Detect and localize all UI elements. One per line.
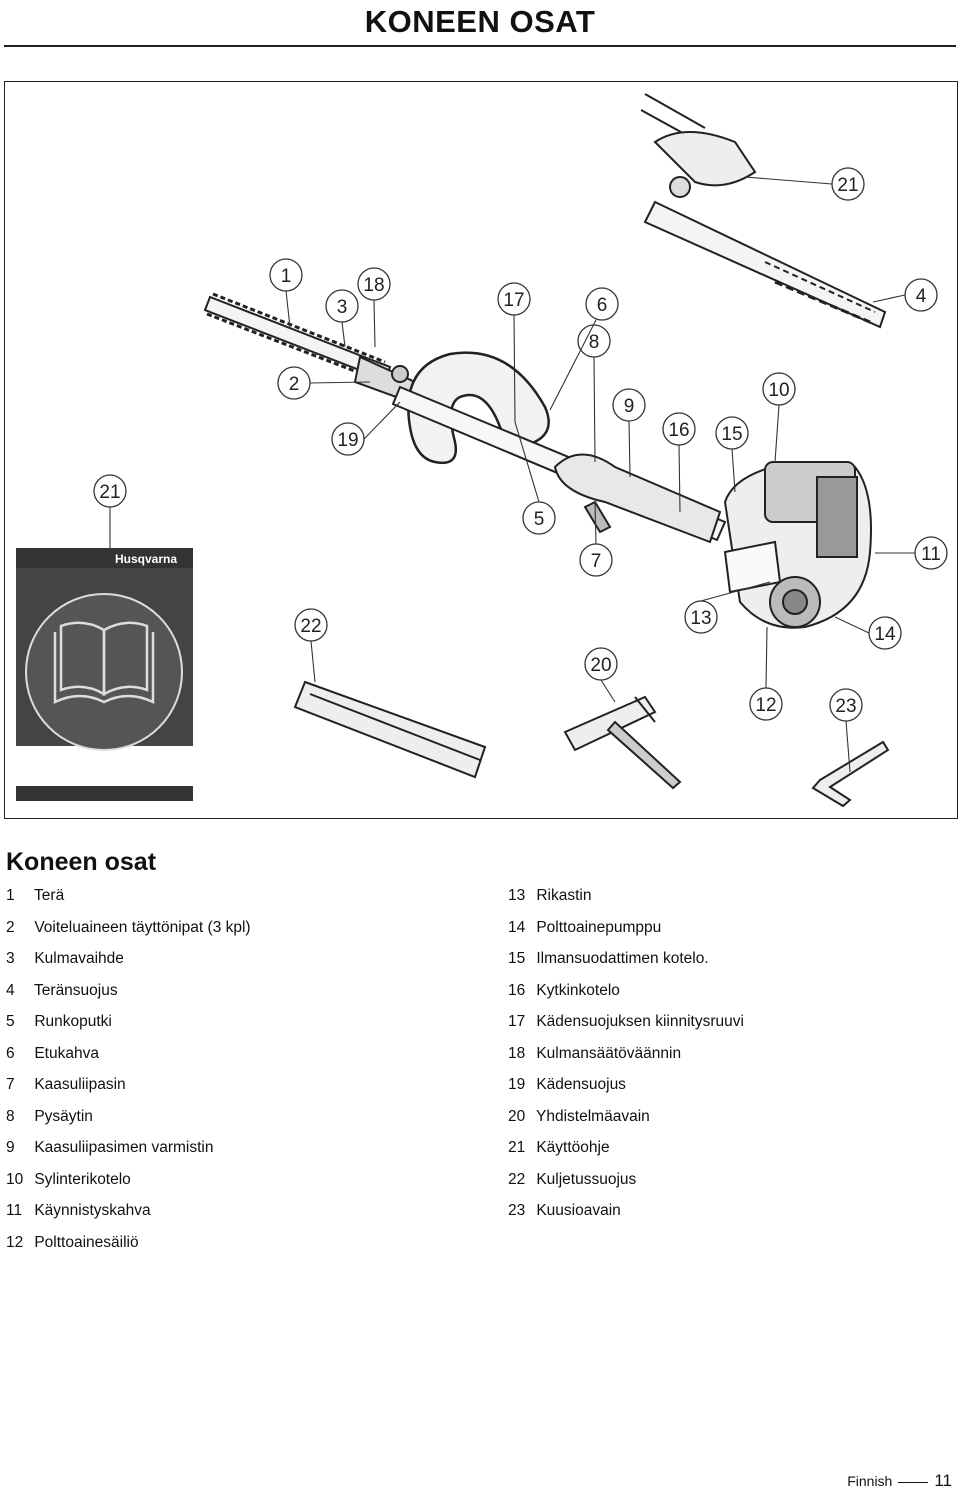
list-item: 7 Kaasuliipasin: [6, 1076, 126, 1093]
svg-text:22: 22: [300, 616, 321, 637]
list-item: 8 Pysäytin: [6, 1107, 93, 1125]
svg-text:6: 6: [597, 295, 608, 316]
parts-list-left: 1 Terä 2 Voiteluaineen täyttönipat (3 kp…: [6, 880, 251, 1258]
callout-16: 16: [662, 412, 696, 446]
svg-text:5: 5: [534, 509, 545, 530]
callout-4: 4: [904, 278, 938, 312]
svg-text:8: 8: [589, 332, 600, 353]
page-title: KONEEN OSAT: [364, 4, 596, 39]
list-item: 2 Voiteluaineen täyttönipat (3 kpl): [6, 918, 251, 936]
combination-key: [563, 695, 682, 790]
svg-text:7: 7: [591, 551, 602, 572]
svg-text:11: 11: [921, 544, 941, 565]
parts-drawing: Husqvarna: [16, 93, 948, 808]
list-item: 5 Runkoputki: [6, 1013, 112, 1030]
list-item: 20 Yhdistelmäavain: [508, 1107, 650, 1125]
svg-text:4: 4: [916, 286, 927, 307]
callout-18: 18: [357, 267, 391, 301]
callout-14: 14: [868, 616, 902, 650]
callout-12: 12: [749, 687, 783, 721]
list-item: 23 Kuusioavain: [508, 1202, 621, 1219]
manual-brand-text: Husqvarna: [115, 552, 177, 566]
svg-text:21: 21: [837, 175, 858, 196]
list-item: 4 Teränsuojus: [6, 981, 118, 999]
list-item: 10 Sylinterikotelo: [6, 1170, 131, 1188]
svg-text:20: 20: [590, 655, 611, 676]
callout-17: 17: [497, 282, 531, 316]
list-item: 12 Polttoainesäiliö: [6, 1233, 139, 1251]
title-divider: [4, 45, 956, 47]
footer-language: Finnish: [847, 1473, 893, 1489]
manual-booklet: Husqvarna: [16, 548, 193, 801]
callout-13: 13: [684, 600, 718, 634]
leader-lines: [109, 176, 915, 773]
callout-15: 15: [715, 416, 749, 450]
callout-labels: 1 2 3 4 5 6 7 8 9 10 11 12 13 14 15 16 1…: [93, 167, 948, 722]
callout-19: 19: [331, 422, 365, 456]
callout-1: 1: [269, 258, 303, 292]
list-item: 11 Käynnistyskahva: [6, 1202, 151, 1219]
callout-3: 3: [325, 289, 359, 323]
callout-20: 20: [584, 647, 618, 681]
list-item: 9 Kaasuliipasimen varmistin: [6, 1139, 214, 1156]
parts-list-right: 13 Rikastin 14 Polttoainepumppu 15 Ilman…: [508, 880, 744, 1227]
list-item: 15 Ilmansuodattimen kotelo.: [508, 950, 709, 967]
svg-text:3: 3: [337, 297, 348, 318]
list-item: 13 Rikastin: [508, 887, 592, 904]
svg-text:14: 14: [874, 624, 896, 645]
svg-text:2: 2: [289, 374, 300, 395]
callout-7: 7: [579, 543, 613, 577]
list-item: 18 Kulmansäätöväännin: [508, 1044, 682, 1062]
blade: [203, 292, 417, 404]
book-icon: [53, 621, 155, 704]
section-title: Koneen osat: [6, 848, 157, 876]
callout-21-top: 21: [831, 167, 865, 201]
callout-5: 5: [522, 501, 556, 535]
list-item: 1 Terä: [6, 887, 65, 904]
trigger-handle: [553, 453, 722, 544]
svg-text:1: 1: [281, 266, 292, 287]
callout-2: 2: [277, 366, 311, 400]
list-item: 19 Kädensuojus: [508, 1076, 626, 1093]
list-item: 21 Käyttöohje: [508, 1139, 610, 1156]
list-item: 3 Kulmavaihde: [6, 950, 124, 967]
callout-22: 22: [294, 608, 328, 642]
callout-10: 10: [762, 372, 796, 406]
svg-text:9: 9: [624, 396, 635, 417]
engine: [723, 460, 872, 629]
blade-assembly: [640, 93, 887, 329]
svg-text:15: 15: [721, 424, 742, 445]
svg-text:23: 23: [835, 696, 856, 717]
parts-illustration: Husqvarna: [4, 81, 958, 819]
svg-text:12: 12: [755, 695, 776, 716]
list-item: 16 Kytkinkotelo: [508, 981, 620, 999]
list-item: 14 Polttoainepumppu: [508, 918, 662, 936]
list-item: 6 Etukahva: [6, 1044, 99, 1062]
callout-6: 6: [585, 287, 619, 321]
callout-8: 8: [577, 324, 611, 358]
page-footer: Finnish 11: [847, 1471, 952, 1491]
callout-23: 23: [829, 688, 863, 722]
svg-text:17: 17: [503, 290, 524, 311]
svg-text:13: 13: [690, 608, 711, 629]
svg-text:21: 21: [99, 482, 120, 503]
list-item: 17 Kädensuojuksen kiinnitysruuvi: [508, 1013, 744, 1030]
page-number: 11: [934, 1471, 952, 1490]
svg-text:10: 10: [768, 380, 789, 401]
callout-21-left: 21: [93, 474, 127, 508]
list-item: 22 Kuljetussuojus: [508, 1170, 637, 1188]
hex-key: [811, 740, 890, 808]
svg-text:19: 19: [337, 430, 358, 451]
svg-text:18: 18: [363, 275, 384, 296]
callout-9: 9: [612, 388, 646, 422]
transport-guard: [293, 680, 487, 779]
callout-11: 11: [914, 536, 948, 570]
svg-text:16: 16: [668, 420, 689, 441]
footer-divider: [898, 1481, 929, 1483]
